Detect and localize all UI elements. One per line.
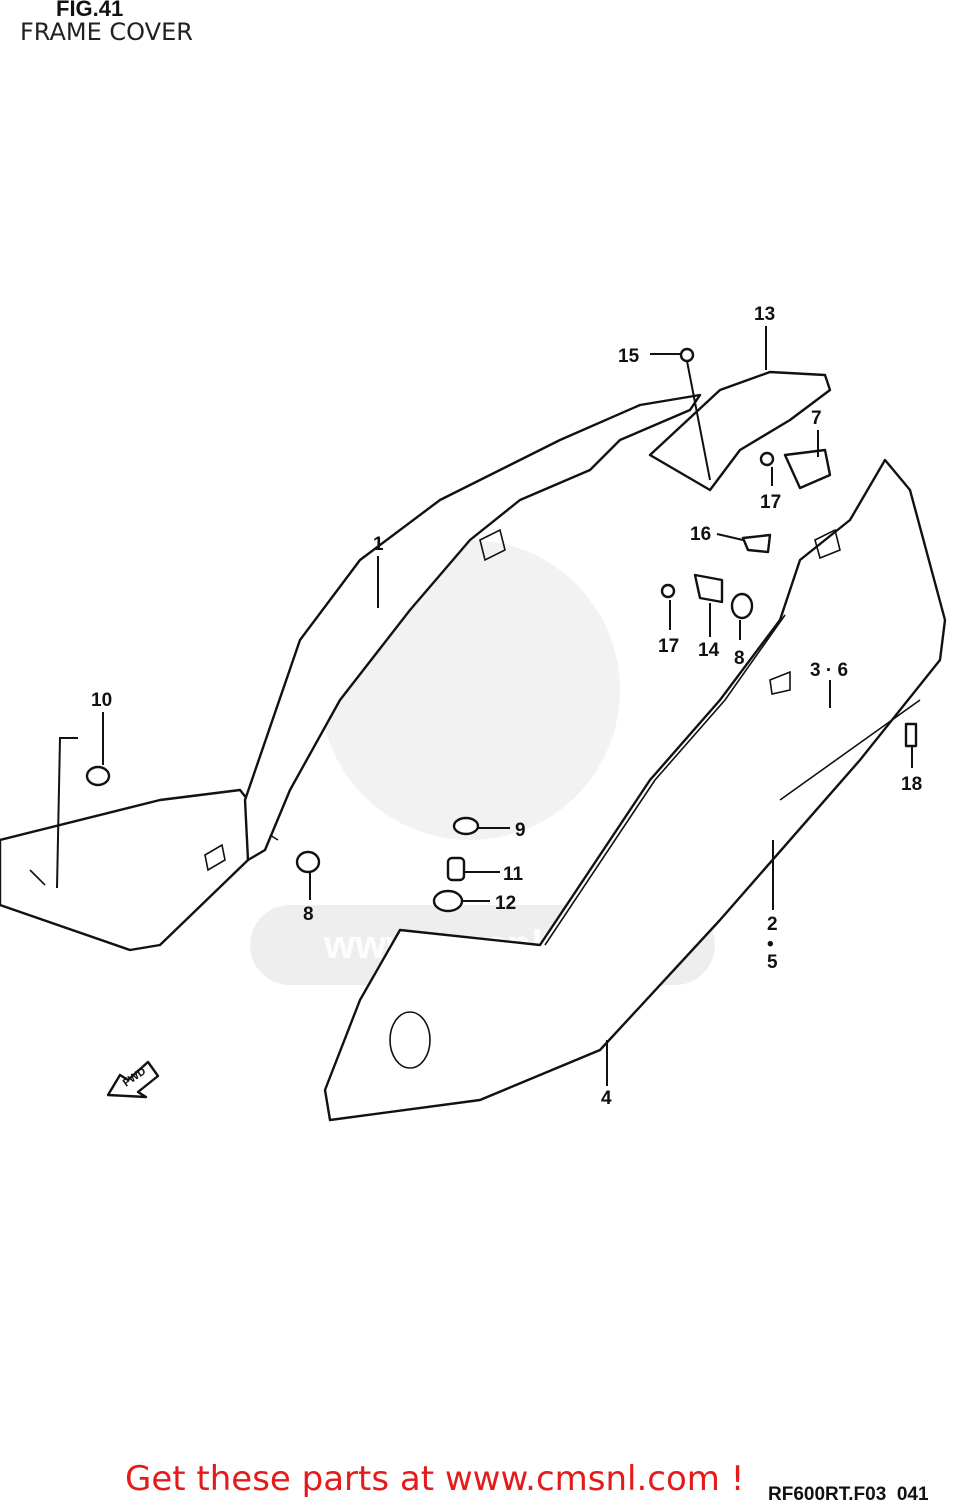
callout-10: 10 [91,690,112,711]
callout-3-6: 3 · 6 [810,660,848,681]
screw-17-top [759,451,775,467]
callout-15: 15 [618,346,640,367]
bolt-15 [679,347,711,481]
clip-16 [741,533,772,554]
callout-11: 11 [503,864,524,885]
bracket-7 [783,448,832,490]
callout-17-mid: 17 [658,636,679,657]
screw-17-mid [660,583,676,599]
forward-arrow-icon: FWD [106,1060,160,1099]
spacer-11 [446,856,466,882]
left-frame-cover [0,788,250,952]
callout-dot: • [767,934,774,955]
grommet-8-left [295,850,321,874]
callout-8-right: 8 [734,648,745,669]
callout-12: 12 [495,893,516,914]
grommet-12 [432,889,464,913]
tail-cover-13 [648,370,832,492]
callout-13: 13 [754,304,775,325]
callout-18: 18 [901,774,922,795]
frame-cover-1 [243,393,702,862]
frame-cover-4 [323,458,947,1122]
callout-14: 14 [698,640,720,661]
callout-16: 16 [690,524,711,545]
callout-9: 9 [515,820,526,841]
callout-5: 5 [767,952,778,973]
callout-7: 7 [811,408,822,429]
drawing-code: RF600RT.F03_041 [768,1484,929,1500]
callout-8-left: 8 [303,904,314,925]
figure-number: FIG.41 [56,0,123,21]
footer-link[interactable]: Get these parts at www.cmsnl.com ! [125,1459,744,1499]
bolt-18 [904,722,918,748]
grommet-8-right [730,592,754,620]
callout-2: 2 [767,914,778,935]
bolt-9 [452,816,480,836]
callout-4: 4 [601,1088,612,1109]
grommet-10 [85,765,111,787]
callout-1: 1 [373,534,384,555]
callout-17-top: 17 [760,492,781,513]
leader-lines [56,326,913,1086]
bracket-14 [693,573,724,604]
callouts: 1 2 • 5 3 · 6 4 7 8 8 9 10 11 12 13 14 1… [91,304,922,1109]
figure-title: FRAME COVER [20,18,193,46]
